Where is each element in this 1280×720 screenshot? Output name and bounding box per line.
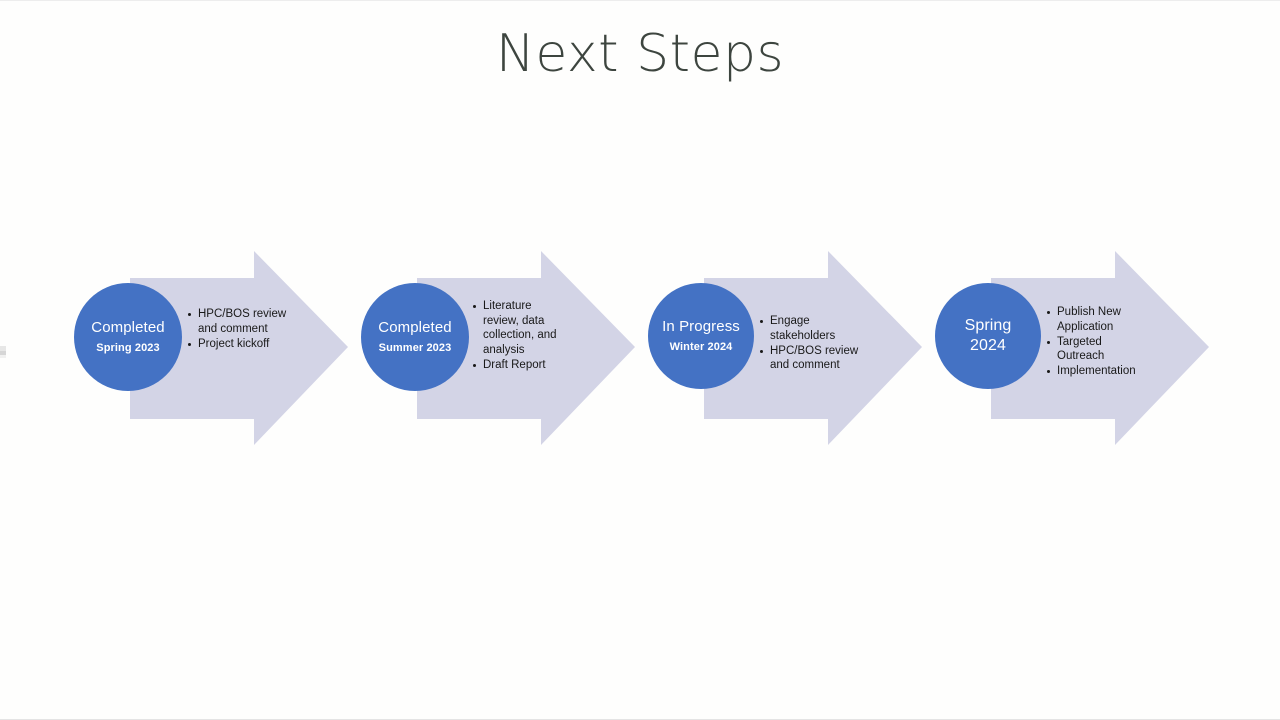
list-item: Literature review, data collection, and … xyxy=(473,299,567,357)
step-badge-2[interactable]: Completed Summer 2023 xyxy=(361,283,469,391)
list-item: Implementation xyxy=(1047,364,1136,379)
list-item: HPC/BOS review and comment xyxy=(760,344,864,373)
process-timeline: Completed Spring 2023 HPC/BOS review and… xyxy=(0,241,1280,461)
step-period-3: Winter 2024 xyxy=(669,341,733,354)
step-bullets-4: Publish New Application Targeted Outreac… xyxy=(1047,305,1136,379)
list-item: Targeted Outreach xyxy=(1047,335,1129,364)
clipped-edge-artifact xyxy=(0,346,6,358)
step-label-4: Spring xyxy=(964,317,1012,335)
list-item: Engage stakeholders xyxy=(760,314,864,343)
list-item: HPC/BOS review and comment xyxy=(188,307,308,336)
list-item: Project kickoff xyxy=(188,337,308,352)
step-badge-3[interactable]: In Progress Winter 2024 xyxy=(648,283,754,389)
step-period-4: 2024 xyxy=(970,336,1006,354)
process-step-2[interactable]: Completed Summer 2023 Literature review,… xyxy=(361,241,641,461)
process-step-4[interactable]: Spring 2024 Publish New Application Targ… xyxy=(935,241,1215,461)
step-period-2: Summer 2023 xyxy=(378,342,452,355)
step-badge-4[interactable]: Spring 2024 xyxy=(935,283,1041,389)
step-bullets-3: Engage stakeholders HPC/BOS review and c… xyxy=(760,314,864,373)
list-item: Draft Report xyxy=(473,358,567,373)
step-badge-1[interactable]: Completed Spring 2023 xyxy=(74,283,182,391)
process-step-3[interactable]: In Progress Winter 2024 Engage stakehold… xyxy=(648,241,928,461)
step-label-3: In Progress xyxy=(662,318,740,336)
step-period-1: Spring 2023 xyxy=(96,342,160,355)
arrow-shape-4 xyxy=(991,251,1209,445)
step-bullets-1: HPC/BOS review and comment Project kicko… xyxy=(188,307,308,352)
step-bullets-2: Literature review, data collection, and … xyxy=(473,299,567,373)
arrow-shape-1 xyxy=(130,251,348,445)
page-title: Next Steps xyxy=(495,24,785,84)
step-label-1: Completed xyxy=(91,319,165,337)
arrow-shape-2 xyxy=(417,251,635,445)
step-label-2: Completed xyxy=(378,319,452,337)
arrow-shape-3 xyxy=(704,251,922,445)
list-item: Publish New Application xyxy=(1047,305,1129,334)
process-step-1[interactable]: Completed Spring 2023 HPC/BOS review and… xyxy=(74,241,354,461)
